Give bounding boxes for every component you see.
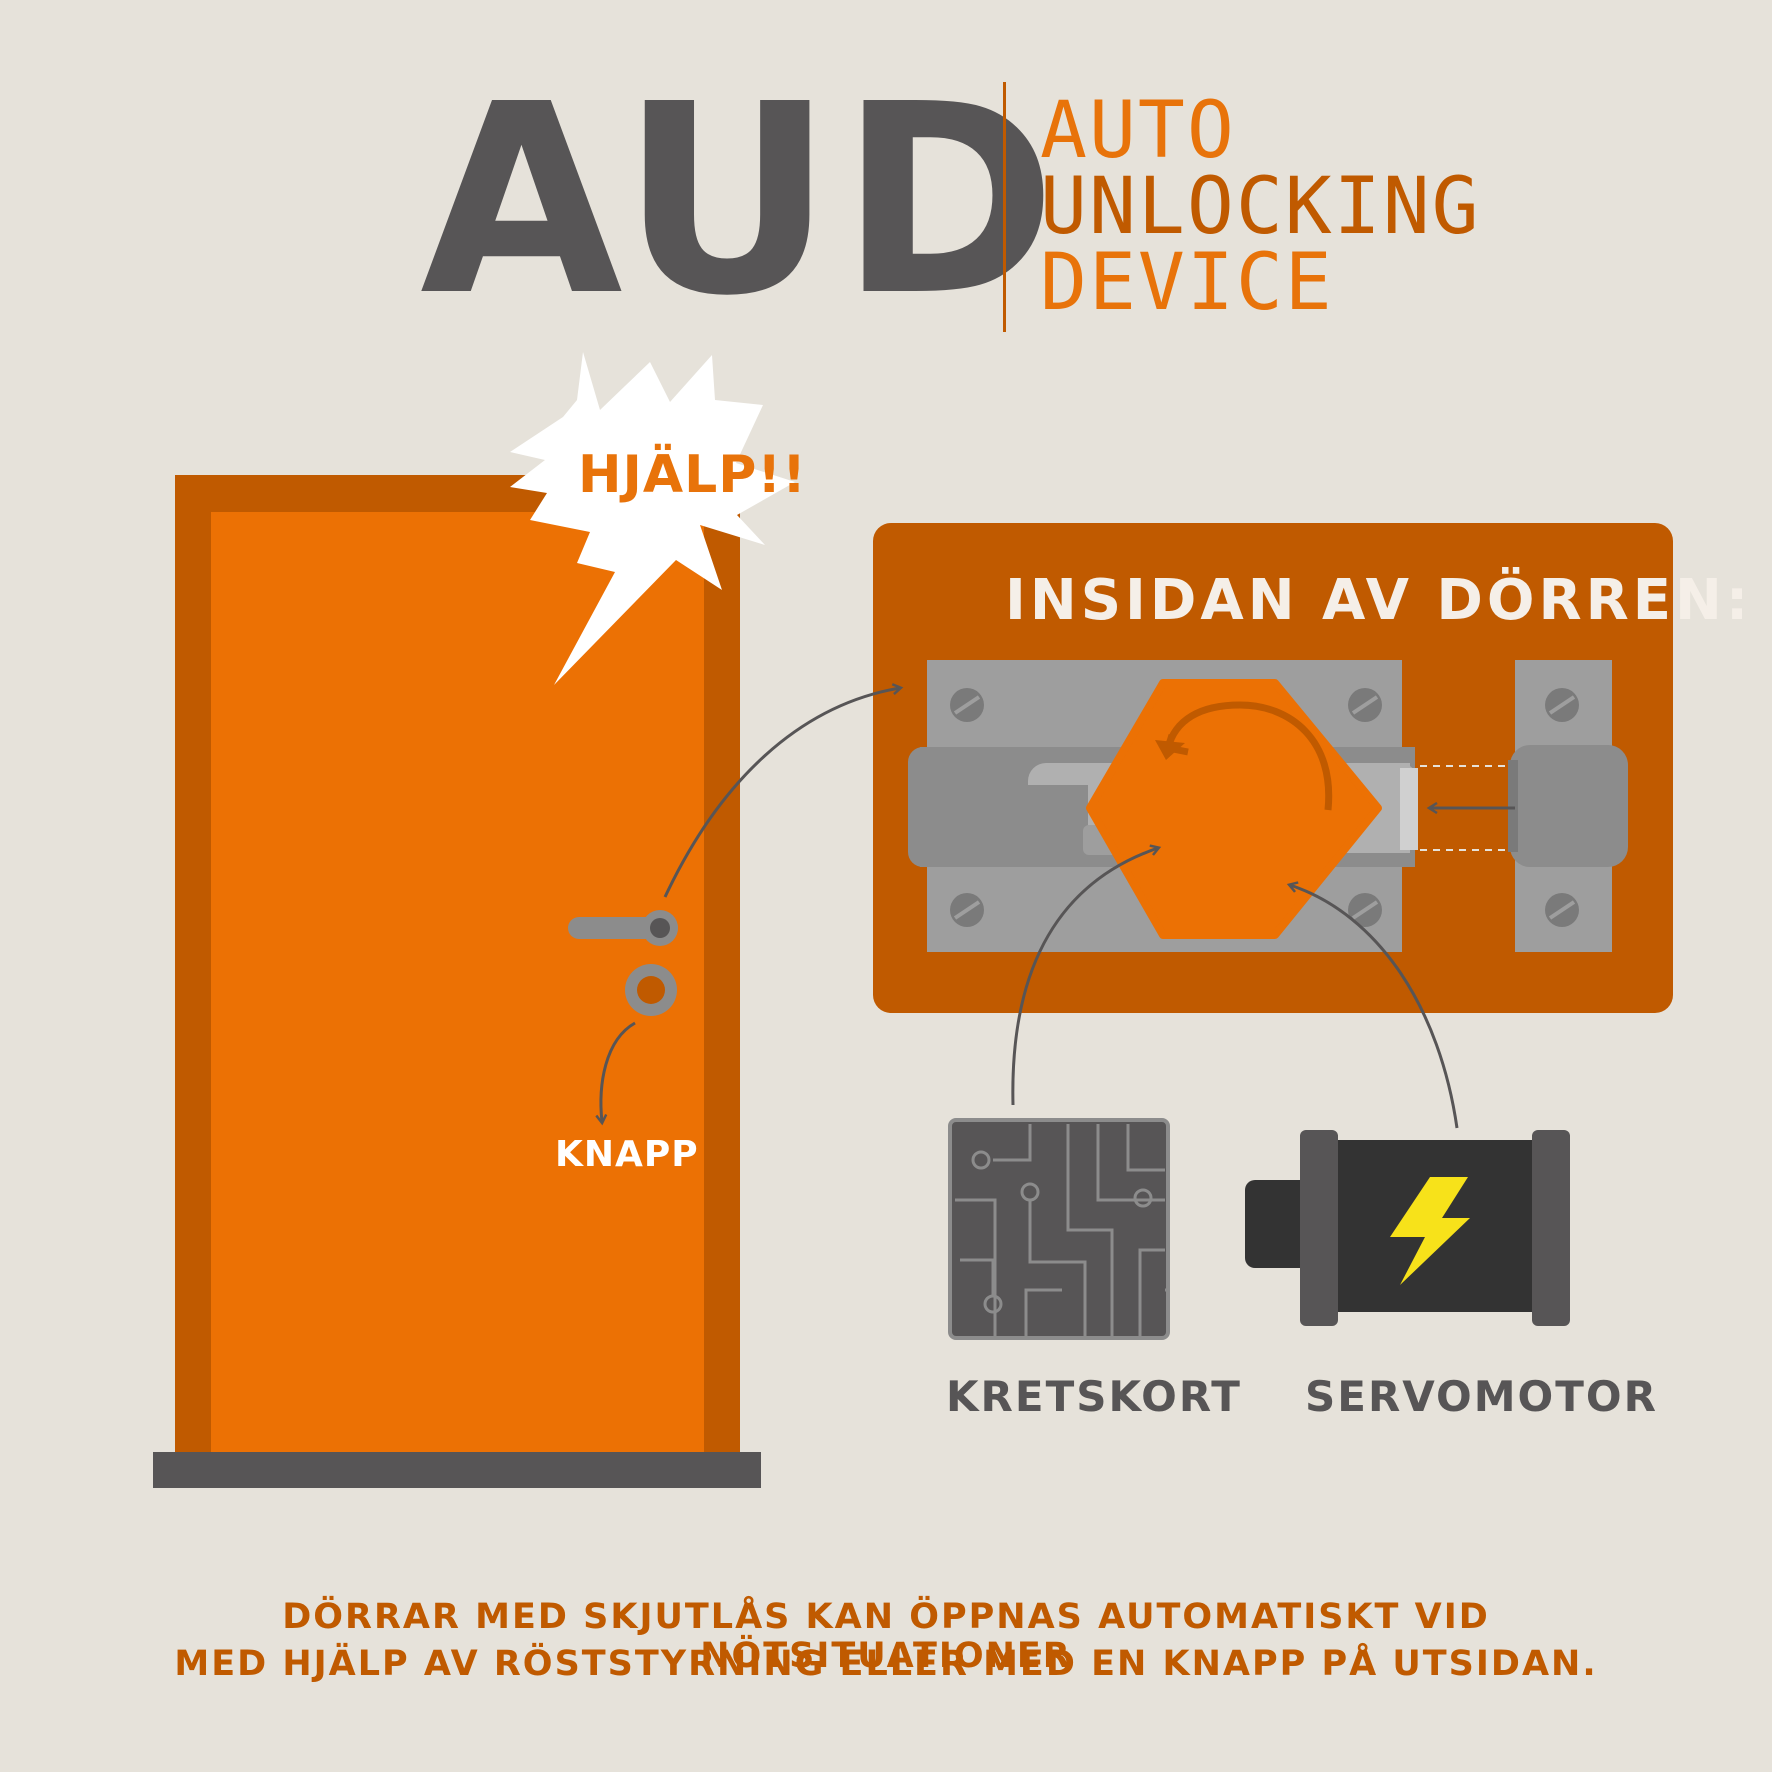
door-handle-icon xyxy=(568,910,678,946)
panel-title: INSIDAN AV DÖRREN: xyxy=(1005,568,1753,633)
lightning-icon xyxy=(1390,1177,1470,1285)
door-threshold xyxy=(153,1452,761,1488)
speech-burst-text: HJÄLP!! xyxy=(578,445,807,505)
circuit-board-icon xyxy=(948,1118,1170,1340)
title-line-device: DEVICE xyxy=(1040,238,1334,328)
button-label: KNAPP xyxy=(555,1134,699,1175)
circuit-board-label: KRETSKORT xyxy=(946,1372,1242,1421)
door-button-icon xyxy=(625,964,677,1016)
arrow-icon xyxy=(1011,848,1158,1106)
arrow-icon xyxy=(663,688,900,898)
door-panel xyxy=(211,512,704,1455)
servo-motor-icon xyxy=(1245,1130,1570,1326)
rotate-arrow-icon xyxy=(1164,701,1333,811)
caption-line-1: DÖRRAR MED SKJUTLÅS KAN ÖPPNAS AUTOMATIS… xyxy=(282,1597,1490,1676)
arrow-icon xyxy=(601,1021,636,1122)
title-line-unlocking: UNLOCKING xyxy=(1040,162,1481,252)
speech-burst-icon xyxy=(510,352,795,685)
title-divider xyxy=(1003,82,1006,332)
title-line-auto: AUTO xyxy=(1040,86,1236,176)
title-acronym: AUD xyxy=(420,48,1063,353)
servo-motor-label: SERVOMOTOR xyxy=(1305,1372,1658,1421)
arrow-icon xyxy=(1290,885,1459,1129)
caption-line-2: MED HJÄLP AV RÖSTSTYRNING ELLER MED EN K… xyxy=(174,1644,1598,1684)
